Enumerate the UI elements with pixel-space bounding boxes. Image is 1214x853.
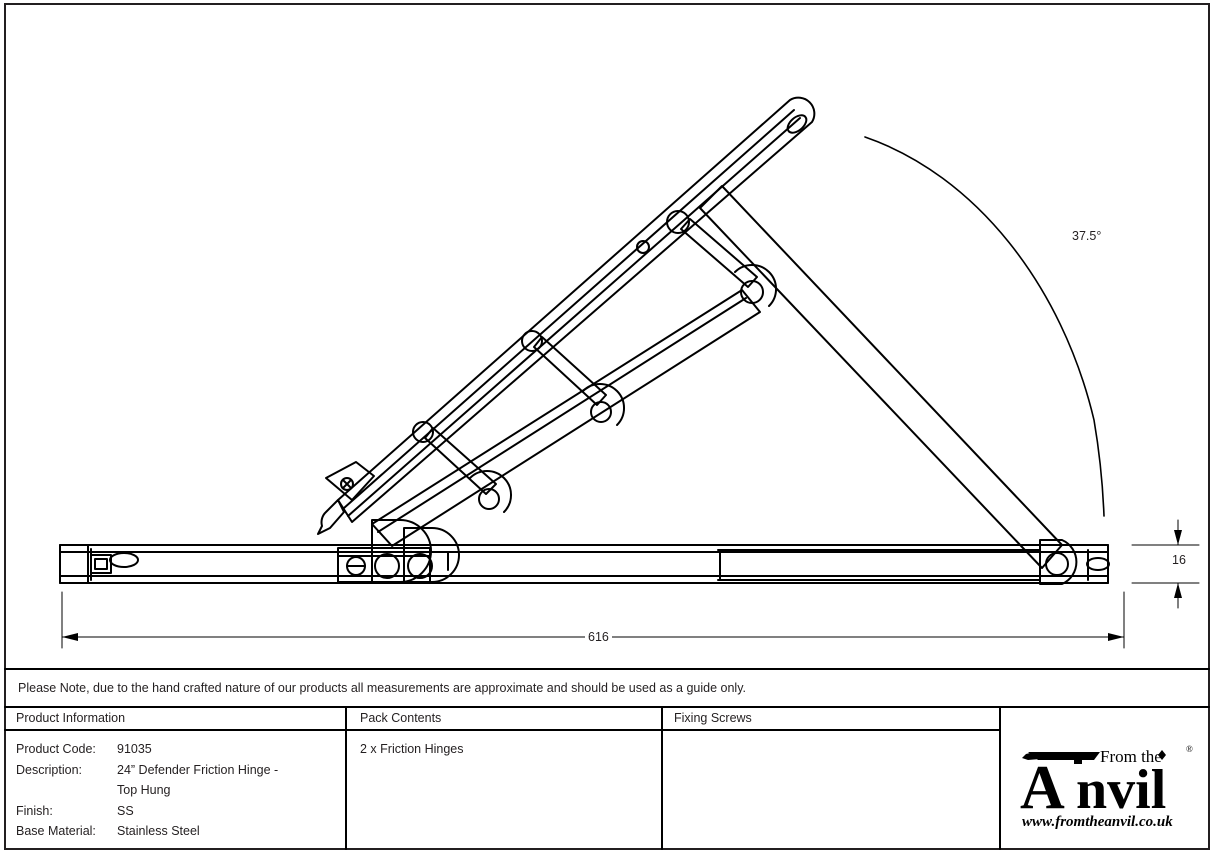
cross-link-bars <box>424 218 758 495</box>
column-header-pack-contents: Pack Contents <box>360 711 442 725</box>
disclaimer-note: Please Note, due to the hand crafted nat… <box>18 681 747 695</box>
rail-left-channel <box>137 551 339 577</box>
logo-website: www.fromtheanvil.co.uk <box>1022 814 1173 830</box>
long-stay-arm <box>699 185 1063 569</box>
spec-value-description-line2: Top Hung <box>117 783 171 797</box>
logo-registered-mark: ® <box>1186 744 1193 754</box>
spec-label-description: Description: <box>16 763 82 777</box>
column-header-product-information: Product Information <box>16 711 126 725</box>
spec-value-finish: SS <box>117 804 134 818</box>
info-table-lines <box>4 668 1210 850</box>
logo-artwork: A nvil From the ® www.fromtheanvil.co.uk <box>1020 744 1193 830</box>
diamond-icon <box>1158 750 1166 760</box>
upper-sash-track <box>337 96 816 523</box>
spec-label-base-material: Base Material: <box>16 824 96 838</box>
dimension-height-label: 16 <box>1169 553 1189 567</box>
lower-pivot-joints <box>371 519 1078 585</box>
link-arm-rounded-ends <box>469 263 778 513</box>
logo-letter-a: A <box>1020 754 1065 822</box>
dimension-angle-label: 37.5° <box>1069 229 1105 243</box>
angle-arc <box>864 136 1105 517</box>
parallel-link-arm <box>371 289 761 547</box>
upper-track-end-hole <box>786 114 808 134</box>
pack-contents-item: 2 x Friction Hinges <box>360 742 464 756</box>
rail-right-section <box>431 544 1041 581</box>
upper-track-left-tail <box>317 461 375 535</box>
upper-track-pivot-holes <box>412 210 690 443</box>
spec-label-finish: Finish: <box>16 804 53 818</box>
spec-value-product-code: 91035 <box>117 742 152 756</box>
column-header-fixing-screws: Fixing Screws <box>674 711 752 725</box>
dimension-length-label: 616 <box>585 630 612 644</box>
from-the-anvil-logo: A nvil From the ® www.fromtheanvil.co.uk <box>1008 730 1206 830</box>
dimension-16 <box>1131 519 1200 609</box>
spec-value-base-material: Stainless Steel <box>117 824 200 838</box>
anvil-icon <box>1022 752 1100 764</box>
spec-label-product-code: Product Code: <box>16 742 96 756</box>
logo-word-rest: nvil <box>1076 759 1166 821</box>
logo-from-the-text: From the <box>1100 747 1162 766</box>
spec-value-description-line1: 24” Defender Friction Hinge - <box>117 763 279 777</box>
rail-left-end-detail <box>59 544 139 584</box>
page-frame-border <box>4 3 1210 850</box>
